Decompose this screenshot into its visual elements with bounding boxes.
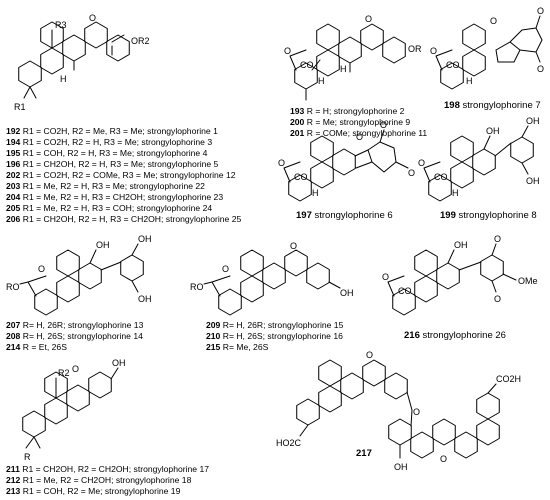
atom-label: O xyxy=(382,272,389,282)
atom-label: O xyxy=(366,350,373,360)
compound-list-193-201: 193 R = H; strongylophorine 2 200 R = Me… xyxy=(290,106,427,139)
compound-line: 209 R= H, 26R; strongylophorine 15 xyxy=(206,320,344,330)
compound-line: 213 R1 = COH, R2 = Me; strongylophorine … xyxy=(6,486,181,496)
atom-label: OH xyxy=(526,116,540,126)
compound-line: 212 R1 = Me, R2 = CH2OH; strongylophorin… xyxy=(6,475,192,485)
atom-label: RO xyxy=(6,282,20,292)
structure-197: O CO O O O H xyxy=(278,120,415,202)
atom-label: CO xyxy=(398,286,412,296)
atom-label: CO xyxy=(434,172,448,182)
compound-line: 195 R1 = COH, R2 = H, R3 = Me; strongylo… xyxy=(6,148,208,158)
compound-line: 208 R= H, 26S; strongylophorine 14 xyxy=(6,331,143,341)
compound-line: 201 R = COMe; strongylophorine 11 xyxy=(290,128,428,138)
atom-label: O xyxy=(440,454,447,464)
atom-label: O xyxy=(494,234,501,244)
atom-label: OMe xyxy=(518,276,538,286)
atom-label: O xyxy=(494,294,501,304)
atom-label: HO2C xyxy=(276,438,302,448)
atom-label: OH xyxy=(454,240,468,250)
atom-label: O xyxy=(537,64,544,74)
atom-label: O xyxy=(284,46,291,56)
structure-211-213: R2 O OH R xyxy=(22,358,126,462)
atom-label: OR2 xyxy=(131,36,150,46)
atom-label: O xyxy=(222,264,229,274)
compound-line: 210 R= H, 26S; strongylophorine 16 xyxy=(206,331,343,341)
atom-label: O xyxy=(380,120,387,130)
compound-line: 194 R1 = CO2H, R2 = H, R3 = Me; strongyl… xyxy=(6,137,213,147)
compound-list-192-206: 192 R1 = CO2H, R2 = Me, R3 = Me; strongy… xyxy=(6,126,241,225)
compound-line: 203 R1 = Me, R2 = H, R3 = Me; strongylop… xyxy=(6,181,205,191)
atom-label: R xyxy=(24,452,31,462)
structure-207-208-214: RO O OH OH OH xyxy=(6,234,152,316)
compound-list-209-215: 209 R= H, 26R; strongylophorine 15 210 R… xyxy=(206,320,343,353)
compound-line: 193 R = H; strongylophorine 2 xyxy=(290,106,405,116)
atom-label: O xyxy=(490,16,497,26)
compound-list-207-214: 207 R= H, 26R; strongylophorine 13 208 R… xyxy=(6,320,143,353)
atom-label: H xyxy=(318,76,325,86)
atom-label: H xyxy=(452,188,459,198)
atom-label: OH xyxy=(526,176,540,186)
atom-label: R1 xyxy=(14,102,26,112)
atom-label: RO xyxy=(190,282,204,292)
atom-label: O xyxy=(430,46,437,56)
atom-label: OR xyxy=(408,44,422,54)
compound-line: 200 R = Me; strongylophorine 9 xyxy=(290,117,411,127)
atom-label: OH xyxy=(112,358,126,368)
compound-line: 192 R1 = CO2H, R2 = Me, R3 = Me; strongy… xyxy=(6,126,218,136)
atom-label: O xyxy=(408,168,415,178)
compound-line: 206 R1 = CH2OH, R2 = H, R3 = CH2OH; stro… xyxy=(6,214,242,224)
compound-line: 214 R = Et, 26S xyxy=(6,342,67,352)
caption-197: 197 strongylophorine 6 xyxy=(296,210,393,221)
atom-label: R2 xyxy=(58,368,70,378)
atom-label: OH xyxy=(138,234,152,244)
atom-label: O xyxy=(356,132,363,142)
compound-line: 211 R1 = CH2OH, R2 = CH2OH; strongylopho… xyxy=(6,464,210,474)
atom-label: CO xyxy=(300,60,314,70)
atom-label: OH xyxy=(96,240,110,250)
atom-label: O xyxy=(413,407,420,417)
structure-209-210-215: RO O O OH xyxy=(190,241,354,316)
atom-label: OH xyxy=(340,288,354,298)
caption-216: 216 strongylophorine 26 xyxy=(404,330,506,341)
structure-198: O CO O O O H xyxy=(430,6,544,90)
compound-line: 204 R1 = Me, R2 = H, R3 = CH2OH; strongy… xyxy=(6,192,224,202)
atom-label: O xyxy=(38,264,45,274)
atom-label: OH xyxy=(138,294,152,304)
atom-label: R3 xyxy=(55,20,67,30)
atom-label: CO xyxy=(294,172,308,182)
atom-label: O xyxy=(278,158,285,168)
atom-label: CO2H xyxy=(496,374,521,384)
structure-192-206: R3 O OR2 R1 H xyxy=(14,13,150,112)
structure-217: O O O CO2H HO2C OH xyxy=(276,350,521,472)
atom-label: O xyxy=(290,241,297,251)
compound-list-211-213: 211 R1 = CH2OH, R2 = CH2OH; strongylopho… xyxy=(6,464,209,497)
atom-label: H xyxy=(60,74,67,84)
atom-label: H xyxy=(340,64,347,74)
atom-label: O xyxy=(418,158,425,168)
compound-line: 205 R1 = Me, R2 = H, R3 = COH; strongylo… xyxy=(6,203,213,213)
atom-label: O xyxy=(72,364,79,374)
atom-label: O xyxy=(89,13,96,23)
caption-199: 199 strongylophorine 8 xyxy=(440,210,537,221)
atom-label: CO xyxy=(446,60,460,70)
compound-line: 207 R= H, 26R; strongylophorine 13 xyxy=(6,320,144,330)
compound-line: 202 R1 = CO2H, R2 = COMe, R3 = Me; stron… xyxy=(6,170,236,180)
atom-label: OH xyxy=(394,462,408,472)
atom-label: OH xyxy=(486,126,500,136)
atom-label: H xyxy=(466,76,473,86)
caption-217: 217 xyxy=(356,448,372,459)
atom-label: O xyxy=(365,14,372,24)
atom-label: O xyxy=(537,6,544,16)
structure-199: O CO OH OH OH H xyxy=(418,116,540,202)
caption-198: 198 strongylophorine 7 xyxy=(444,100,541,111)
compound-line: 196 R1 = CH2OH, R2 = H, R3 = Me; strongy… xyxy=(6,159,219,169)
structure-193-200-201: O CO O OR H H xyxy=(284,14,422,101)
structure-216: O CO OH O O OMe xyxy=(382,234,538,316)
atom-label: H xyxy=(312,188,319,198)
compound-line: 215 R= Me, 26S xyxy=(206,342,269,352)
